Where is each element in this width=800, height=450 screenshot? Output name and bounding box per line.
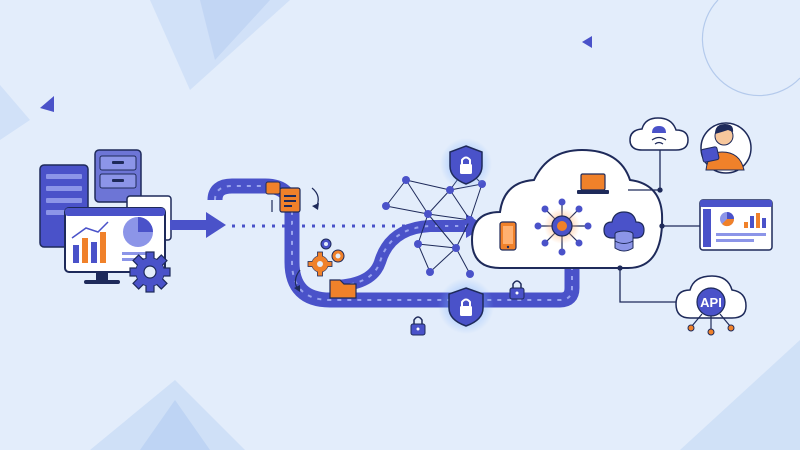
bg-triangle-bottom-right [680,340,800,450]
api-cloud-icon: API [675,275,747,336]
database-cloud-icon [603,211,645,252]
api-label: API [700,295,722,310]
network-node [426,268,434,276]
analytics-dashboard [699,199,773,251]
shield-lock-icon-top [440,138,492,190]
network-node [452,244,460,252]
tablet-icon [700,146,720,163]
bg-dart-top [582,36,592,48]
folder-icon [294,269,357,299]
cloud-connectors [617,150,700,303]
bg-arc-top-right [701,0,800,97]
network-node [466,270,474,278]
network-node [414,240,422,248]
user-avatar [700,122,752,174]
hub-node [534,198,592,256]
shield-lock-icon-bottom [438,278,494,334]
bg-triangle-top-inner [200,0,270,60]
padlock-icon [509,280,525,300]
pipeline-track-dashes [214,185,573,301]
cloud-platform [470,148,664,269]
network-node [402,176,410,184]
gears-icon [307,238,345,277]
phone-icon [499,221,517,251]
gear-icon [129,251,171,293]
wireless-cloud-icon [629,117,689,151]
laptop-icon [577,173,609,194]
network-node [424,210,432,218]
padlock-icon [410,316,426,336]
connector-bottom [619,268,680,303]
network-node [382,202,390,210]
bg-triangle-left [0,85,30,140]
network-node [446,186,454,194]
network-nodes [382,176,486,278]
document-icon [265,181,319,213]
bg-triangle-bottom-inner [140,400,210,450]
network-node [466,216,474,224]
ingest-arrow [170,212,226,238]
bg-dart-left [40,96,54,112]
